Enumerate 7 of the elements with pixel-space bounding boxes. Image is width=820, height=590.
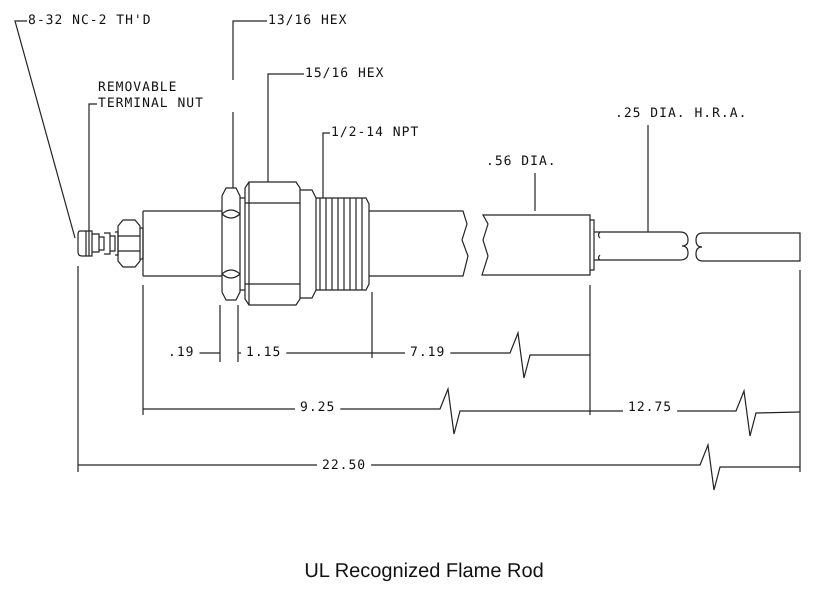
- caption: UL Recognized Flame Rod: [304, 560, 544, 583]
- leader-line: [88, 103, 97, 231]
- leader-line: [267, 73, 304, 182]
- leader-line: [14, 20, 76, 238]
- leader-line: [322, 132, 330, 198]
- leader-line: [534, 173, 536, 211]
- leader-line: [647, 125, 649, 232]
